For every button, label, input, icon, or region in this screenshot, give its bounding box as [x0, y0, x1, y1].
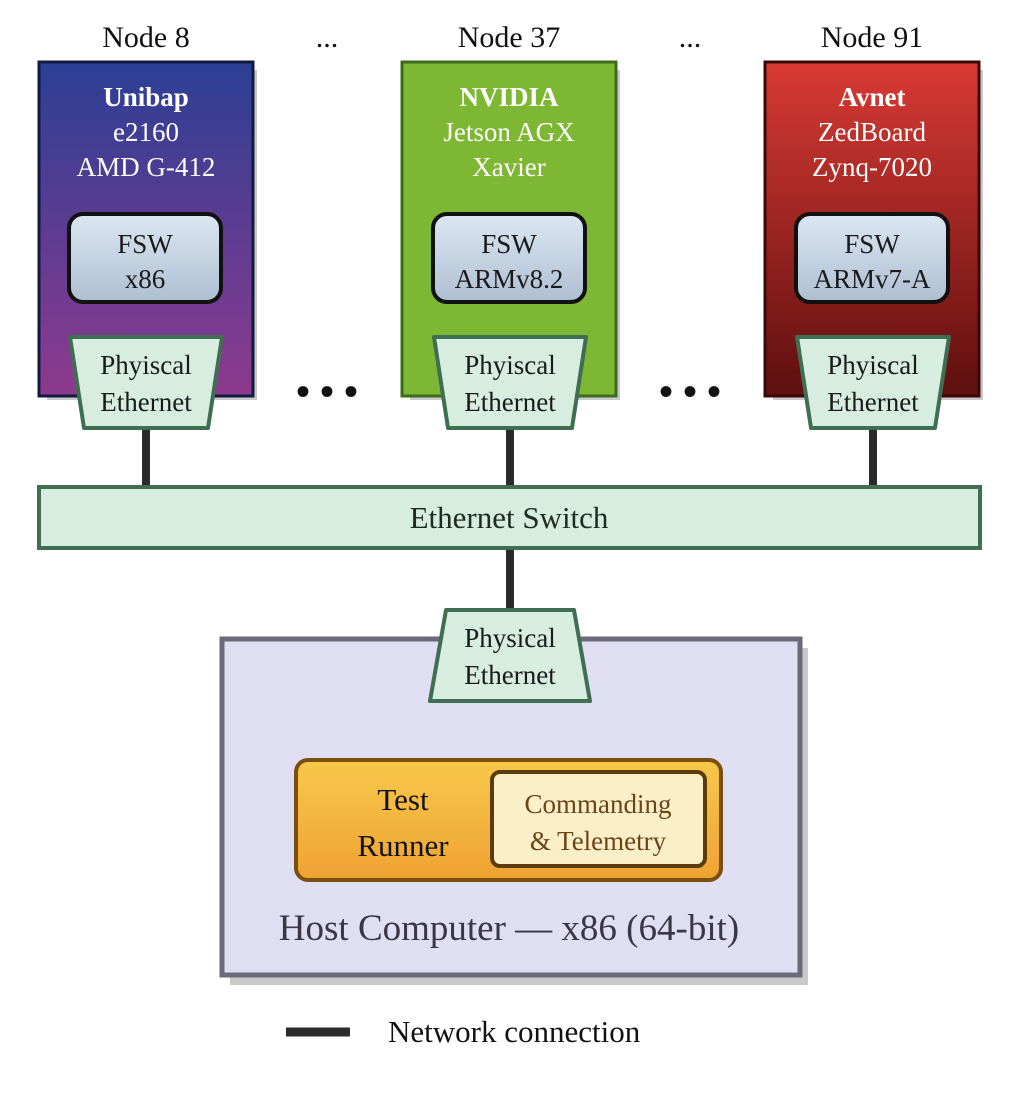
node-8-fsw-arch: x86 [125, 264, 166, 294]
node-91-fsw-arch: ARMv7-A [813, 264, 931, 294]
node-8-vendor: Unibap [103, 82, 189, 112]
commanding-line1: Commanding [525, 789, 672, 819]
node-8-ethernet-line1: Phyiscal [100, 350, 192, 380]
node-8-header: Node 8 [102, 21, 189, 54]
ellipsis-middle-1: • • • [296, 369, 358, 414]
ethernet-switch: Ethernet Switch [37, 485, 982, 550]
node-91-header: Node 91 [821, 21, 923, 54]
node-37-ethernet-line1: Phyiscal [464, 350, 556, 380]
node-91-ethernet-line1: Phyiscal [827, 350, 919, 380]
ellipsis-header-1: ... [316, 21, 339, 54]
node-37-ethernet-line2: Ethernet [464, 387, 556, 417]
node-37-ethernet: Phyiscal Ethernet [432, 335, 588, 430]
ethernet-switch-label: Ethernet Switch [410, 500, 609, 535]
node-91-processor: Zynq-7020 [812, 152, 932, 182]
host-ethernet-line2: Ethernet [464, 660, 556, 690]
node-91-ethernet-line2: Ethernet [827, 387, 919, 417]
node-91-fsw-box: FSW ARMv7-A [794, 212, 950, 304]
node-8-ethernet-line2: Ethernet [100, 387, 192, 417]
node-8-ethernet: Phyiscal Ethernet [68, 335, 224, 430]
host-ethernet: Physical Ethernet [428, 608, 592, 703]
node-37-header: Node 37 [458, 21, 560, 54]
node-91-model: ZedBoard [818, 117, 926, 147]
ellipsis-middle-2: • • • [659, 369, 721, 414]
node-37-processor: Xavier [472, 152, 545, 182]
commanding-telemetry-box: Commanding & Telemetry [490, 770, 707, 868]
commanding-line2: & Telemetry [530, 826, 667, 856]
test-runner-line1: Test [377, 782, 429, 817]
node-8-model: e2160 [113, 117, 179, 147]
node-91-ethernet: Phyiscal Ethernet [795, 335, 951, 430]
node-37-vendor: NVIDIA [459, 82, 559, 112]
legend-label: Network connection [388, 1014, 641, 1049]
node-91-vendor: Avnet [839, 82, 906, 112]
node-8-fsw-box: FSW x86 [67, 212, 223, 304]
node-37-model: Jetson AGX [443, 117, 575, 147]
node-8-processor: AMD G-412 [77, 152, 216, 182]
node-91-fsw-title: FSW [844, 229, 900, 259]
node-37-fsw-title: FSW [481, 229, 537, 259]
legend: Network connection [286, 1014, 641, 1049]
node-8-fsw-title: FSW [117, 229, 173, 259]
test-runner-line2: Runner [357, 828, 449, 863]
ellipsis-header-2: ... [679, 21, 702, 54]
node-37-fsw-box: FSW ARMv8.2 [431, 212, 587, 304]
host-computer-label: Host Computer — x86 (64-bit) [279, 908, 739, 949]
host-ethernet-line1: Physical [464, 623, 556, 653]
node-37-fsw-arch: ARMv8.2 [455, 264, 564, 294]
